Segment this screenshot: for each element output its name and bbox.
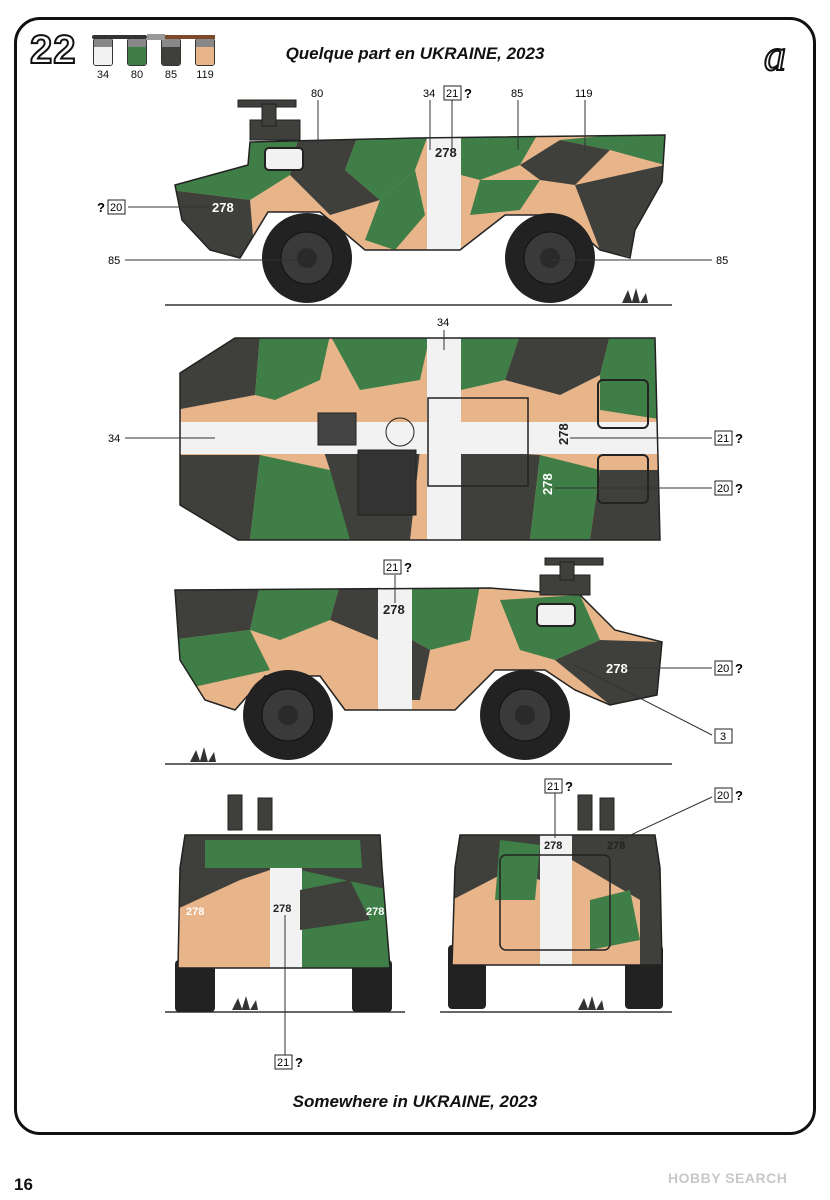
callout-question: ? bbox=[735, 481, 743, 496]
paint-code: 80 bbox=[130, 69, 144, 81]
top-view: 278 278 bbox=[125, 330, 712, 541]
side-view-right: 278 278 bbox=[125, 99, 712, 306]
callout-decal-20: 20 bbox=[110, 202, 122, 214]
callout-labels: 80 34 21 ? 85 119 ? 20 85 85 34 34 21 ? … bbox=[97, 85, 743, 1070]
callout-decal-3: 3 bbox=[720, 731, 726, 743]
title-french: Quelque part en UKRAINE, 2023 bbox=[285, 44, 545, 63]
paint-code: 34 bbox=[96, 69, 110, 81]
side-view-left: 278 278 bbox=[165, 557, 713, 765]
callout-question: ? bbox=[735, 431, 743, 446]
step-number: 22 bbox=[29, 27, 77, 73]
callout-34: 34 bbox=[108, 433, 120, 445]
paint-jar-icon bbox=[161, 38, 181, 66]
marking-278: 278 bbox=[435, 145, 457, 160]
callout-decal-21: 21 bbox=[386, 562, 398, 574]
callout-question: ? bbox=[295, 1055, 303, 1070]
marking-278: 278 bbox=[212, 200, 234, 215]
page-number: 16 bbox=[14, 1175, 33, 1194]
callout-decal-20: 20 bbox=[717, 790, 729, 802]
paint-swatch-119: 119 bbox=[193, 38, 217, 81]
marking-278: 278 bbox=[544, 840, 562, 852]
paint-swatch-80: 80 bbox=[125, 38, 149, 81]
callout-question: ? bbox=[464, 86, 472, 101]
callout-80: 80 bbox=[311, 88, 323, 100]
callout-34: 34 bbox=[423, 88, 435, 100]
callout-decal-21: 21 bbox=[717, 433, 729, 445]
marking-278: 278 bbox=[383, 602, 405, 617]
watermark: HOBBY SEARCH bbox=[668, 1170, 788, 1186]
marking-278: 278 bbox=[556, 423, 571, 445]
marking-278: 278 bbox=[273, 903, 291, 915]
marking-278: 278 bbox=[607, 840, 625, 852]
callout-decal-20: 20 bbox=[717, 483, 729, 495]
callout-decal-20: 20 bbox=[717, 663, 729, 675]
callout-34: 34 bbox=[437, 317, 449, 329]
paintbrush-icon bbox=[92, 34, 215, 40]
paint-code: 119 bbox=[196, 69, 214, 81]
front-view: 278 278 bbox=[440, 792, 713, 1013]
callout-decal-21: 21 bbox=[547, 781, 559, 793]
callout-85: 85 bbox=[511, 88, 523, 100]
paint-jar-icon bbox=[93, 38, 113, 66]
marking-278: 278 bbox=[366, 906, 384, 918]
callout-85: 85 bbox=[108, 255, 120, 267]
paint-swatch-34: 34 bbox=[91, 38, 115, 81]
callout-question: ? bbox=[404, 560, 412, 575]
marking-278: 278 bbox=[540, 473, 555, 495]
callout-question: ? bbox=[735, 661, 743, 676]
paint-swatch-85: 85 bbox=[159, 38, 183, 81]
page-frame bbox=[14, 17, 816, 1135]
title-english: Somewhere in UKRAINE, 2023 bbox=[292, 1092, 538, 1111]
variant-letter: a bbox=[763, 30, 787, 81]
callout-decal-21: 21 bbox=[446, 88, 458, 100]
callout-decal-21: 21 bbox=[277, 1057, 289, 1069]
rear-view: 278 278 278 bbox=[165, 794, 405, 1055]
callout-question: ? bbox=[565, 779, 573, 794]
callout-question: ? bbox=[97, 200, 105, 215]
marking-278: 278 bbox=[606, 661, 628, 676]
callout-119: 119 bbox=[575, 88, 593, 100]
paint-code: 85 bbox=[164, 69, 178, 81]
callout-question: ? bbox=[735, 788, 743, 803]
marking-278: 278 bbox=[186, 906, 204, 918]
callout-85: 85 bbox=[716, 255, 728, 267]
